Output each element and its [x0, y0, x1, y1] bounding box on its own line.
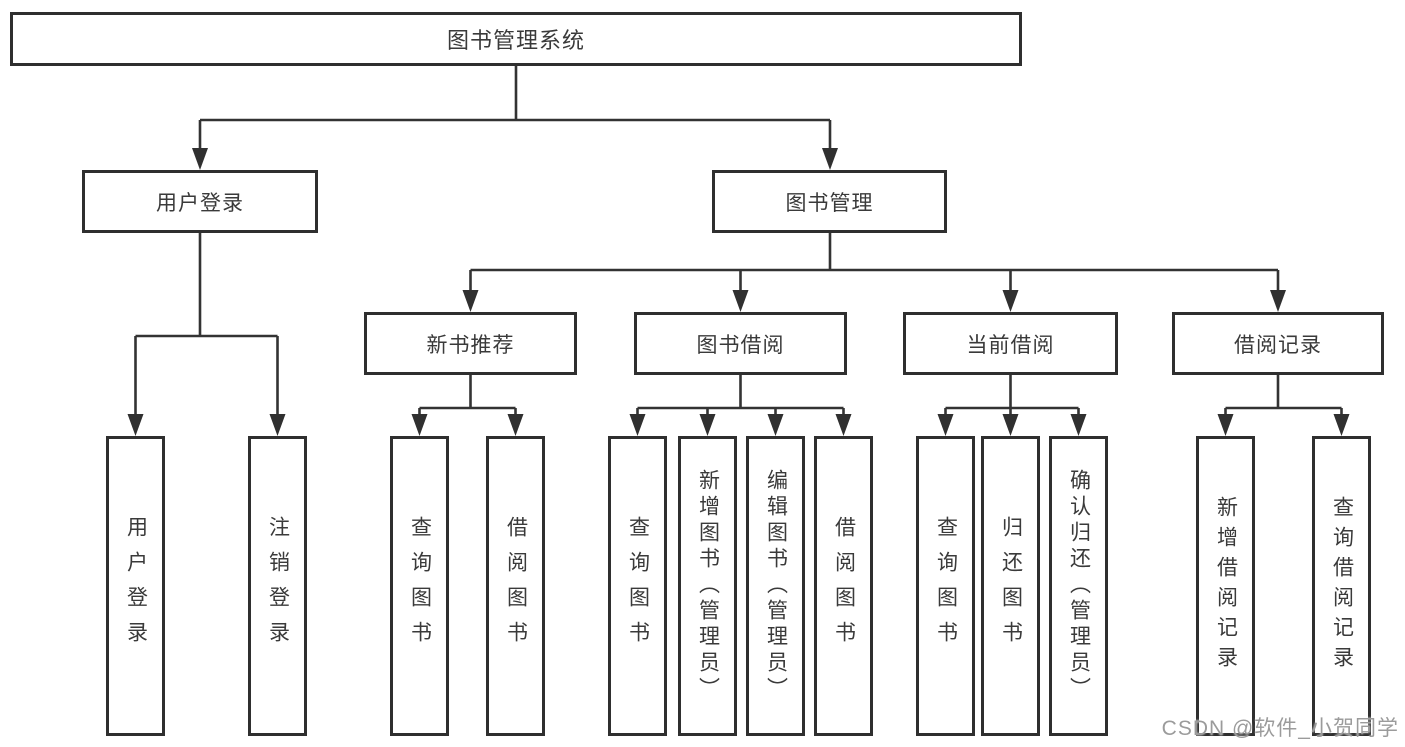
leaf-label: 新增图书（管理员） [696, 469, 720, 703]
leaf-label: 查询图书 [408, 516, 432, 656]
node-user-login: 用户登录 [82, 170, 318, 233]
leaf-add-borrow-record: 新增借阅记录 [1196, 436, 1255, 736]
leaf-query-books-borrowing: 查询图书 [608, 436, 667, 736]
leaf-label: 查询图书 [934, 516, 958, 656]
leaf-label: 查询图书 [626, 516, 650, 656]
node-label: 图书借阅 [696, 333, 785, 357]
leaf-confirm-return-admin: 确认归还（管理员） [1049, 436, 1108, 736]
leaf-label: 归还图书 [999, 516, 1023, 656]
leaf-logout: 注销登录 [248, 436, 307, 736]
node-label: 新书推荐 [426, 333, 515, 357]
arrowheads [127, 148, 1350, 436]
leaf-label: 注销登录 [266, 516, 290, 656]
node-library-management-system: 图书管理系统 [10, 12, 1022, 66]
leaf-label: 新增借阅记录 [1214, 496, 1238, 676]
node-label: 借阅记录 [1234, 333, 1322, 357]
node-book-management: 图书管理 [712, 170, 947, 233]
leaf-query-books-current: 查询图书 [916, 436, 975, 736]
leaf-edit-books-admin: 编辑图书（管理员） [746, 436, 805, 736]
node-label: 图书管理 [785, 191, 874, 215]
leaf-query-borrow-record: 查询借阅记录 [1312, 436, 1371, 736]
connector-strokes [134, 66, 1343, 421]
leaf-label: 借阅图书 [832, 516, 856, 656]
leaf-label: 用户登录 [124, 516, 148, 656]
leaf-borrow-books-recommend: 借阅图书 [486, 436, 545, 736]
leaf-query-books-recommend: 查询图书 [390, 436, 449, 736]
node-new-book-recommendation: 新书推荐 [364, 312, 577, 375]
leaf-borrow-books-borrowing: 借阅图书 [814, 436, 873, 736]
node-book-borrowing: 图书借阅 [634, 312, 847, 375]
node-label: 用户登录 [156, 191, 244, 215]
leaf-add-books-admin: 新增图书（管理员） [678, 436, 737, 736]
leaf-label: 编辑图书（管理员） [764, 469, 788, 703]
leaf-label: 借阅图书 [504, 516, 528, 656]
watermark-text: CSDN @软件_小贺同学 [1161, 717, 1399, 740]
leaf-user-login: 用户登录 [106, 436, 165, 736]
node-current-borrowing: 当前借阅 [903, 312, 1118, 375]
node-label: 图书管理系统 [446, 28, 585, 53]
node-borrowing-records: 借阅记录 [1172, 312, 1384, 375]
node-label: 当前借阅 [966, 333, 1055, 357]
leaf-return-books: 归还图书 [981, 436, 1040, 736]
leaf-label: 查询借阅记录 [1330, 496, 1354, 676]
leaf-label: 确认归还（管理员） [1067, 469, 1091, 703]
